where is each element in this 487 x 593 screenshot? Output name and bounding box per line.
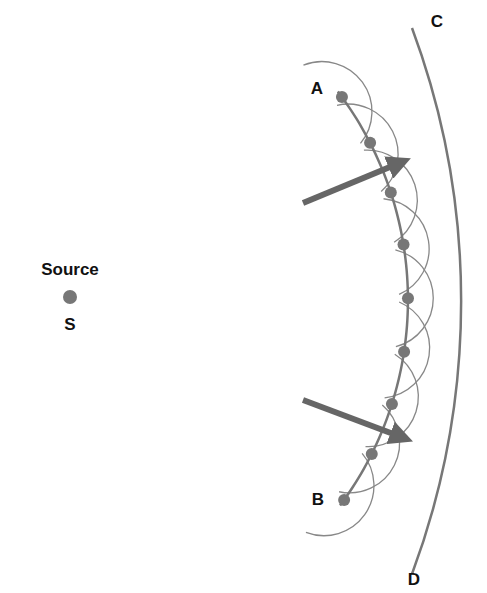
- point-label: A: [311, 80, 323, 99]
- point-label: D: [408, 571, 420, 590]
- source-dot: [63, 290, 77, 304]
- direction-arrow: [303, 162, 402, 203]
- secondary-source: [364, 137, 376, 149]
- secondary-source: [336, 91, 348, 103]
- point-label: C: [431, 13, 443, 32]
- direction-arrow: [303, 400, 404, 438]
- envelope-arc: [412, 28, 461, 574]
- secondary-source: [366, 448, 378, 460]
- secondary-source: [398, 346, 410, 358]
- secondary-wavelet: [303, 62, 372, 144]
- point-label: B: [312, 491, 324, 510]
- source-letter: S: [62, 316, 77, 335]
- secondary-wavelet: [306, 453, 374, 535]
- source-label: Source: [39, 261, 101, 280]
- secondary-source: [398, 239, 410, 251]
- secondary-source: [402, 292, 414, 304]
- secondary-source: [385, 186, 397, 198]
- secondary-source: [338, 494, 350, 506]
- primary-wavefront: [338, 91, 408, 505]
- secondary-source: [386, 398, 398, 410]
